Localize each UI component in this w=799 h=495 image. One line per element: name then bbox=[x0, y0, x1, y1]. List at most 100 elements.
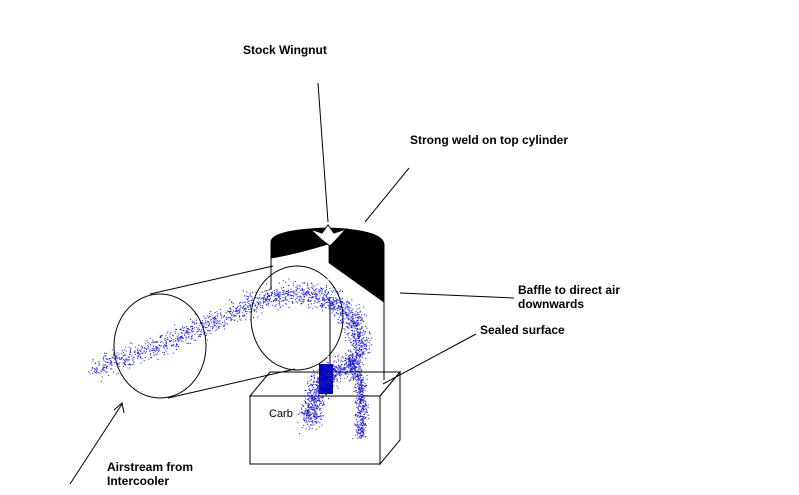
airflow-dot bbox=[343, 322, 345, 323]
airflow-dot bbox=[319, 403, 320, 405]
airflow-dot bbox=[355, 387, 357, 389]
airflow-dot bbox=[346, 371, 347, 373]
airflow-dot bbox=[303, 300, 305, 302]
airflow-dot bbox=[358, 340, 360, 342]
airflow-dot bbox=[192, 331, 194, 332]
airflow-dot bbox=[249, 303, 251, 305]
airflow-dot bbox=[351, 316, 353, 318]
airflow-dot bbox=[361, 424, 363, 426]
airflow-dot bbox=[343, 371, 345, 373]
airflow-dot bbox=[167, 338, 169, 340]
airflow-dot bbox=[320, 416, 322, 418]
airflow-dot bbox=[310, 383, 312, 385]
airflow-dot bbox=[312, 412, 314, 414]
airflow-dot bbox=[161, 335, 163, 336]
airflow-dot bbox=[253, 309, 255, 311]
airflow-dot bbox=[336, 299, 337, 301]
airflow-dot bbox=[112, 356, 114, 358]
airflow-dot bbox=[276, 293, 278, 295]
airflow-dot bbox=[366, 348, 368, 350]
airflow-dot bbox=[358, 328, 360, 330]
airflow-dot bbox=[331, 377, 333, 379]
airflow-dot bbox=[320, 304, 322, 306]
airflow-dot bbox=[337, 318, 339, 320]
airflow-dot bbox=[338, 364, 340, 366]
airflow-dot bbox=[324, 292, 326, 294]
airflow-dot bbox=[341, 319, 343, 321]
airflow-dot bbox=[274, 297, 276, 299]
airflow-dot bbox=[160, 336, 162, 338]
airflow-dot bbox=[366, 339, 368, 341]
airflow-dot bbox=[327, 375, 329, 377]
airflow-dot bbox=[356, 326, 358, 328]
airflow-dot bbox=[355, 414, 357, 415]
airflow-dot bbox=[169, 336, 171, 338]
airflow-dot bbox=[322, 372, 324, 374]
airflow-dot bbox=[304, 419, 306, 421]
airflow-dot bbox=[356, 349, 358, 351]
carb-box bbox=[248, 370, 402, 466]
airflow-dot bbox=[351, 327, 353, 329]
airflow-dot bbox=[334, 366, 336, 368]
airflow-dot bbox=[293, 291, 295, 293]
airflow-dot bbox=[359, 351, 361, 353]
airflow-dot bbox=[239, 309, 241, 311]
airflow-dot bbox=[328, 383, 330, 385]
airflow-dot bbox=[150, 354, 151, 356]
airflow-dot bbox=[243, 308, 245, 310]
airflow-dot bbox=[172, 335, 174, 337]
airflow-dot bbox=[162, 352, 164, 354]
airflow-dot bbox=[307, 284, 308, 286]
airflow-dot bbox=[267, 292, 268, 294]
airflow-dot bbox=[339, 371, 341, 372]
airflow-dot bbox=[347, 314, 349, 316]
airflow-dot bbox=[351, 366, 353, 368]
airflow-dot bbox=[100, 380, 102, 382]
airflow-dot bbox=[193, 321, 195, 323]
airflow-dot bbox=[332, 287, 334, 289]
airflow-dot bbox=[349, 361, 351, 363]
airflow-dot bbox=[356, 416, 358, 418]
airflow-dot bbox=[355, 397, 357, 399]
airflow-dot bbox=[347, 326, 348, 328]
airflow-dot bbox=[364, 406, 366, 408]
airflow-dot bbox=[319, 381, 321, 383]
airflow-dot bbox=[316, 404, 318, 406]
airflow-dot bbox=[322, 310, 324, 312]
airflow-dot bbox=[303, 299, 305, 301]
airflow-dot bbox=[358, 403, 360, 405]
airflow-dot bbox=[336, 303, 338, 305]
airflow-dot bbox=[348, 322, 350, 324]
airflow-dot bbox=[285, 302, 287, 304]
airflow-dot bbox=[241, 302, 243, 304]
airflow-dot bbox=[322, 402, 324, 404]
airflow-dot bbox=[263, 295, 265, 296]
airflow-dot bbox=[316, 381, 317, 383]
airflow-dot bbox=[349, 368, 351, 370]
airflow-dot bbox=[320, 414, 322, 416]
airflow-dot bbox=[344, 363, 346, 365]
airflow-dot bbox=[361, 437, 363, 439]
airflow-dot bbox=[303, 418, 305, 420]
airflow-dot bbox=[250, 304, 252, 306]
airflow-dot bbox=[122, 354, 124, 356]
airflow-dot bbox=[303, 294, 305, 295]
airflow-dot bbox=[337, 307, 338, 309]
airflow-dot bbox=[360, 389, 362, 391]
airflow-dot bbox=[354, 374, 356, 376]
airflow-dot bbox=[352, 336, 354, 338]
airflow-dot bbox=[93, 368, 95, 370]
airflow-dot bbox=[207, 320, 209, 322]
airflow-dot bbox=[320, 390, 322, 392]
airflow-dot bbox=[333, 376, 335, 378]
airflow-dot bbox=[357, 334, 359, 336]
airflow-dot bbox=[306, 412, 308, 414]
airflow-dot bbox=[220, 313, 222, 315]
airflow-dot bbox=[316, 384, 318, 386]
airflow-dot bbox=[368, 331, 370, 333]
airflow-dot bbox=[357, 385, 359, 387]
airflow-dot bbox=[344, 329, 346, 331]
airflow-dot bbox=[308, 304, 309, 306]
airflow-dot bbox=[296, 285, 298, 287]
airflow-dot bbox=[298, 284, 300, 286]
